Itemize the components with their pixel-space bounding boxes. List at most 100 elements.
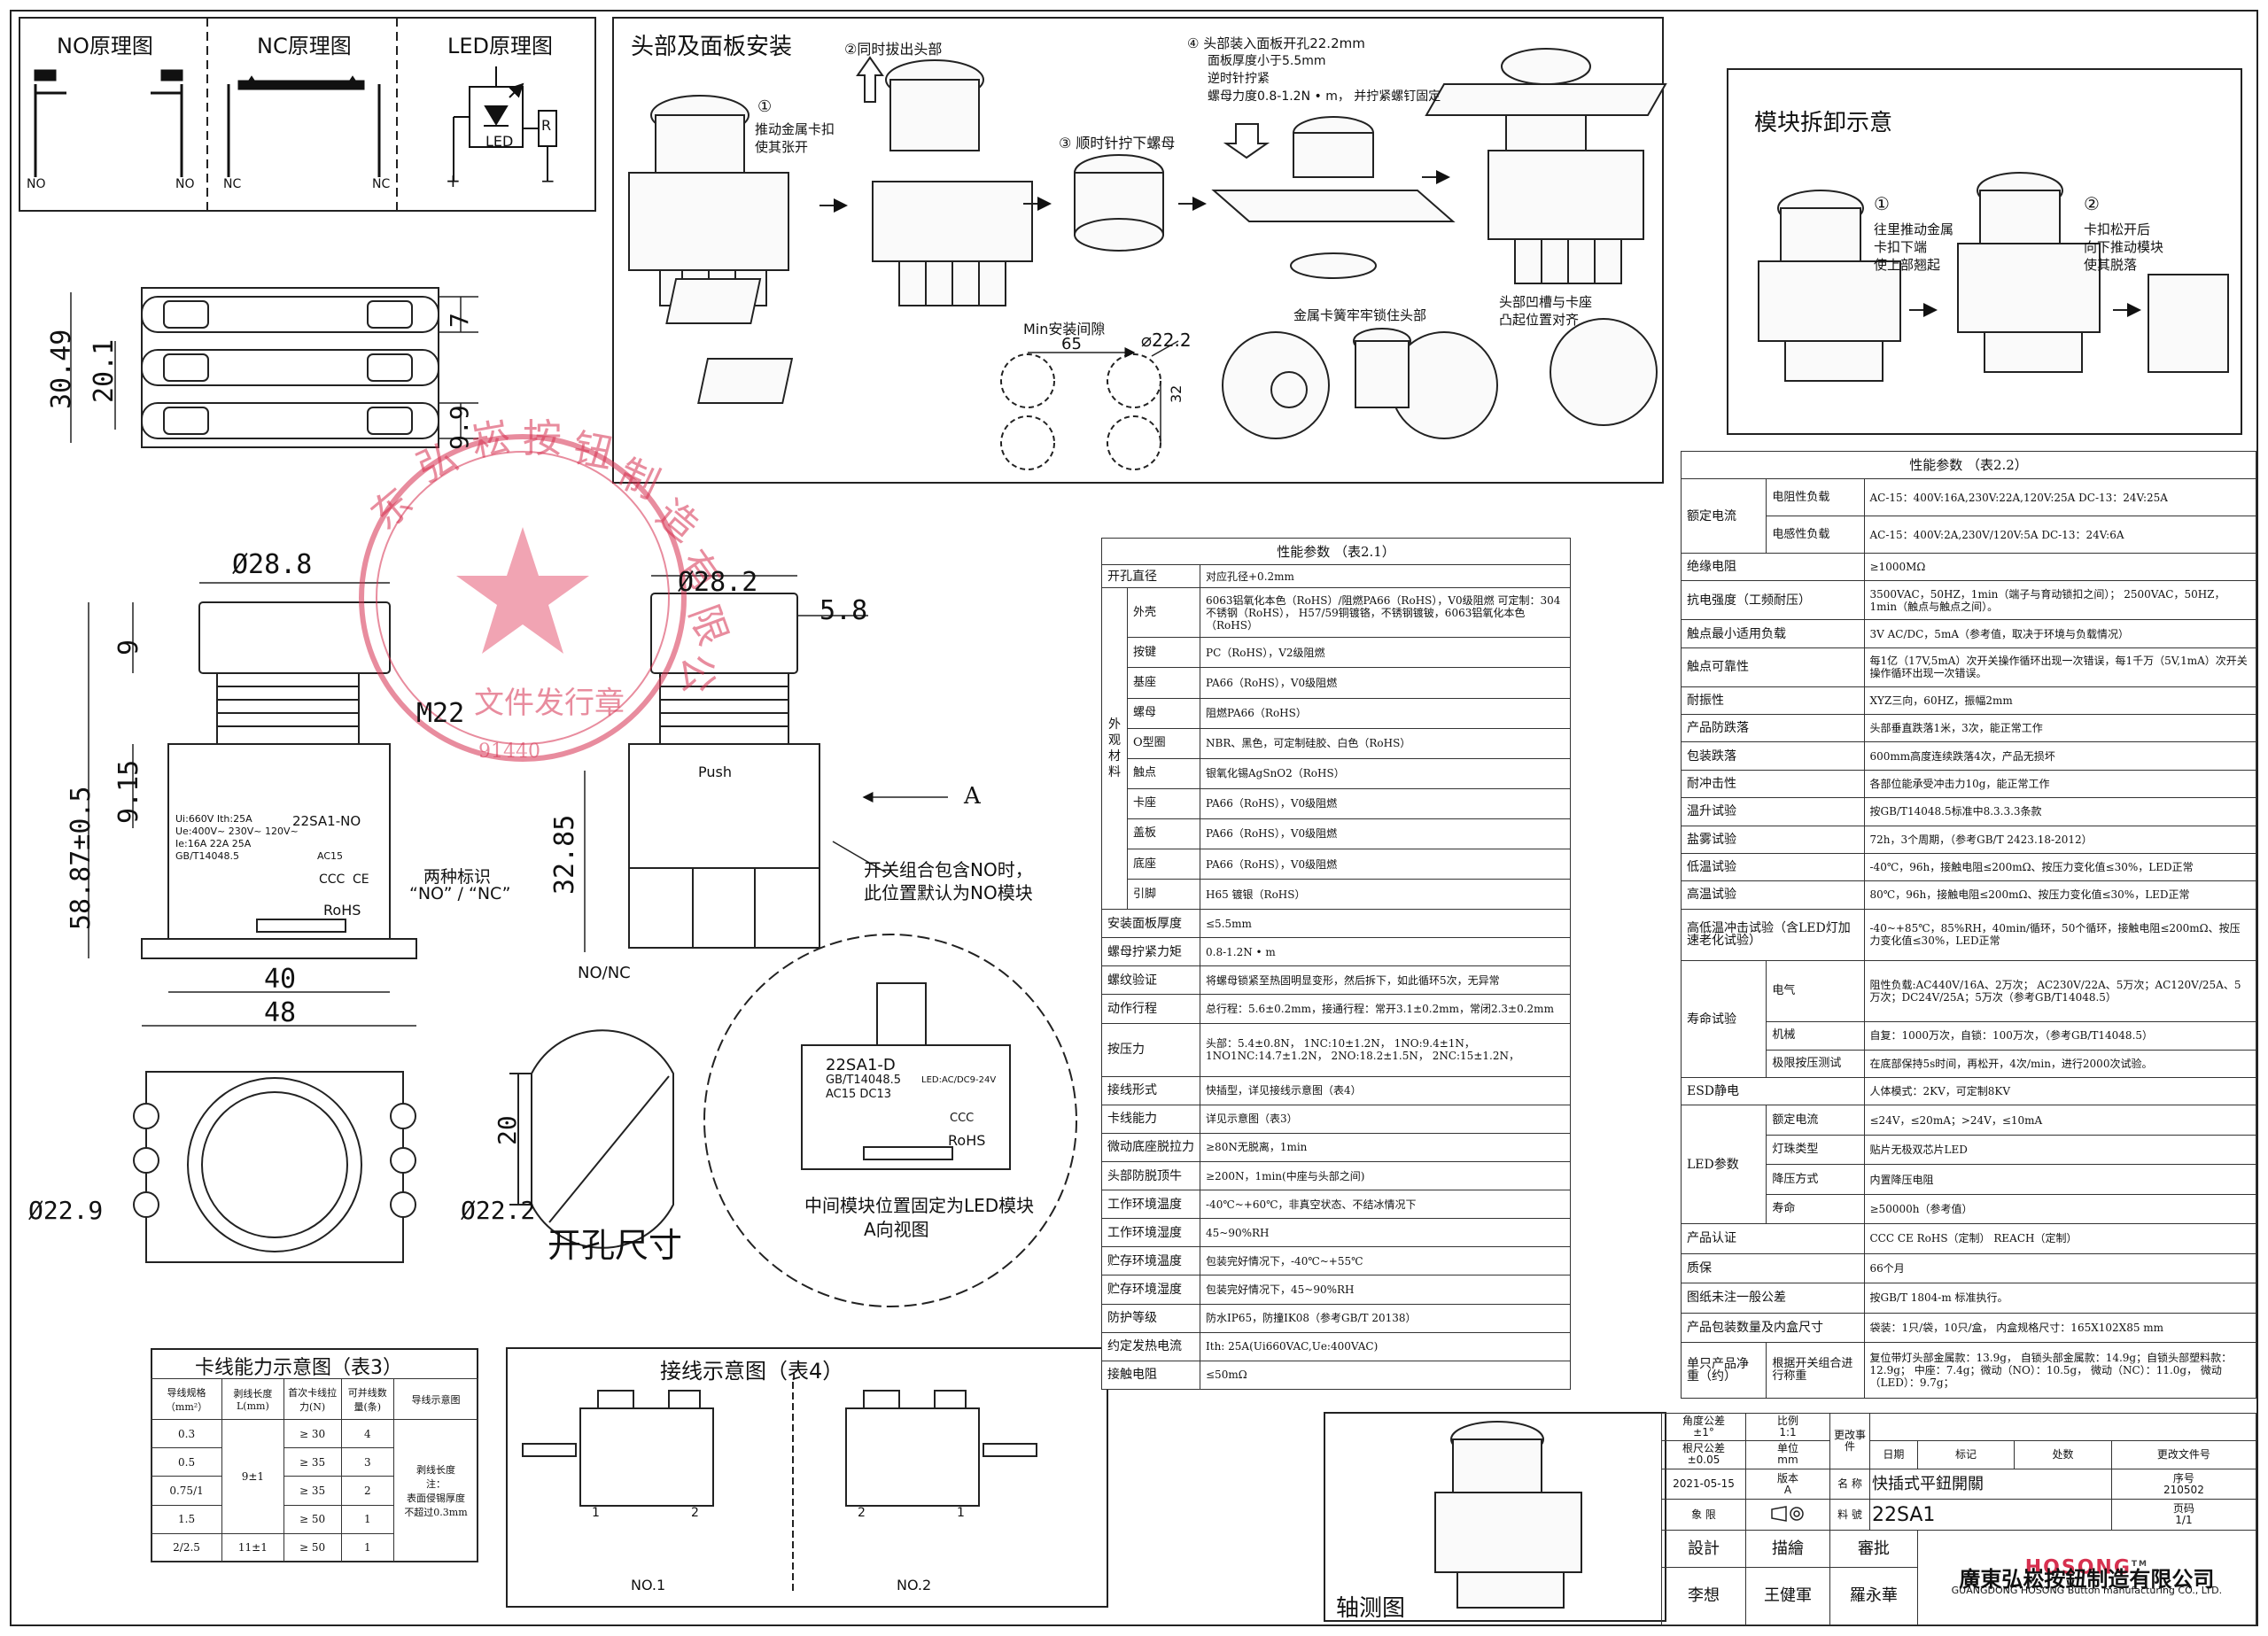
spec2-weight-sub: 根据开关组合进行称重 (1766, 1342, 1865, 1399)
wiring-pin1: 1 (592, 1506, 600, 1520)
spec2-l-load-value: AC-15：400V:2A,230V/120V:5A DC-13：24V:6A (1863, 516, 2256, 554)
cutout-view (509, 1029, 674, 1249)
install-step2: ②同时拔出头部 (844, 41, 943, 58)
tb-review: 審批 (1829, 1530, 1918, 1568)
spec1-row-value: 对应孔径+0.2mm (1200, 564, 1571, 589)
table3-cell: 3 (340, 1447, 395, 1477)
spec1-row-value: 0.8-1.2N • m (1200, 937, 1571, 967)
spec2-tail-value: CCC CE RoHS（定制） REACH（定制） (1863, 1223, 2256, 1254)
tb-company: 廣東弘崧按鈕制造有限公司 (1959, 1566, 2215, 1593)
module-illustrations (1758, 172, 2229, 382)
led-module-ccc: CCC (950, 1112, 975, 1125)
spec1-row-value: -40℃~+60℃，非真空状态、不结冰情况下 (1200, 1190, 1571, 1220)
side-view (628, 593, 820, 949)
spec2-row-label: 低温试验 (1681, 852, 1865, 882)
tb-view-symbol (1745, 1499, 1830, 1531)
table3-strip-label: 剥线长度 (416, 1464, 455, 1476)
combo-note-l1: 开关组合包含NO时， (864, 859, 1033, 880)
table3-cell: 0.75/1 (150, 1476, 223, 1506)
no-schematic (34, 69, 183, 177)
led-module-rohs: RoHS (948, 1132, 986, 1149)
wiring-pin2: 2 (691, 1506, 699, 1520)
spec1-row-value: PA66（RoHS），V0级阻燃 (1200, 667, 1571, 699)
spec1-row-label: 头部防脱顶牛 (1101, 1161, 1200, 1191)
spec1-row-sub: 基座 (1127, 667, 1200, 699)
table3-cell: 1.5 (150, 1504, 223, 1534)
tb-material-value: 22SA1 (1869, 1499, 2112, 1531)
table3-header: 剥线长度L(mm) (221, 1378, 284, 1420)
spec2-led-value: 贴片无极双芯片LED (1863, 1134, 2256, 1166)
tb-mark-col: 标记 (1916, 1440, 2016, 1469)
led-schematic (453, 66, 557, 182)
dim-30-49: 30.49 (46, 329, 77, 409)
spec2-tail-label: 图纸未注一般公差 (1681, 1283, 1865, 1314)
led-module-led: LED:AC/DC9-24V (921, 1075, 997, 1085)
table3-cell: 1 (340, 1504, 395, 1534)
module-panel-border (1727, 68, 2242, 435)
spec1-row-label: 按压力 (1101, 1022, 1200, 1077)
spec2-r-load-value: AC-15：400V:16A,230V:22A,120V:25A DC-13：2… (1863, 478, 2256, 517)
min-gap-65: 65 (1061, 335, 1082, 353)
module-step2-num: ② (2084, 193, 2100, 214)
dim-d28-8: Ø28.8 (232, 549, 313, 580)
spec2-row-label: 抗电强度（工频耐压） (1681, 580, 1865, 621)
two-marks-l2: “NO” / “NC” (409, 884, 511, 903)
spec1-row-value: 包装完好情况下，-40℃~+55℃ (1200, 1246, 1571, 1276)
table3-note3: 不超过0.3mm (404, 1507, 468, 1518)
plate-model: 22SA1-NO (292, 813, 361, 829)
spec2-row-label: 触点最小适用负载 (1681, 619, 1865, 648)
spec2-led-params: LED参数 (1680, 1105, 1767, 1225)
spec1-row-value: Ith: 25A(Ui660VAC,Ue:400VAC) (1200, 1331, 1571, 1361)
nc-schematic-title: NC原理图 (257, 34, 352, 58)
spec2-esd-value: 人体模式：2KV，可定制8KV (1863, 1076, 2256, 1106)
spec2-limit-value: 在底部保持5s时间，再松开，4次/min，进行2000次试验。 (1863, 1049, 2256, 1078)
spec2-tail-label: 产品认证 (1681, 1223, 1865, 1254)
spec1-row-label: 贮存环境温度 (1101, 1246, 1200, 1276)
spec2-tail-value: 袋装：1只/袋，10只/盒， 内盒规格尺寸：165X102X85 mm (1863, 1312, 2256, 1344)
min-gap-label: Min安装间隙 (1023, 321, 1106, 337)
install-illustrations (628, 48, 1667, 439)
spec2-row-value: -40~+85℃，85%RH，40min/循环，50个循环，接触电阻≤200mΩ… (1863, 908, 2256, 962)
table3-cell: 1 (340, 1532, 395, 1563)
min-gap-circles (1000, 353, 1161, 470)
spec1-row-sub: 按键 (1127, 637, 1200, 669)
module-title: 模块拆卸示意 (1754, 110, 1893, 136)
a-view-arrow-label: A (964, 783, 981, 810)
wiring-no2: NO.2 (897, 1577, 932, 1593)
spec1-row-value: PC（RoHS），V2级阻燃 (1200, 637, 1571, 669)
tb-angle-tol: 角度公差±1° (1661, 1412, 1746, 1442)
tb-date-col: 日期 (1869, 1440, 1918, 1469)
spec1-row-value: 快插型，详见接线示意图（表4） (1200, 1075, 1571, 1105)
tb-company-cell: HOSONGTM 廣東弘崧按鈕制造有限公司 GUANGDONG HOSONG B… (1916, 1530, 2257, 1625)
spec1-row-value: NBR、黑色，可定制硅胶、白色（RoHS） (1200, 727, 1571, 759)
install-step4-l4: 螺母力度0.8-1.2N • m， 并拧紧螺钉固定 (1208, 89, 1441, 104)
spec1-row-label: 螺母拧紧力矩 (1101, 937, 1200, 967)
tb-material: 料 號 (1829, 1499, 1870, 1531)
spec2-l-load: 电感性负载 (1766, 516, 1865, 554)
led-module-std: GB/T14048.5 (826, 1074, 902, 1087)
schematic-boxes (19, 17, 596, 212)
dim-32-85: 32.85 (549, 814, 580, 895)
table3-header: 导线示意图 (393, 1378, 478, 1420)
wiring-diagrams (522, 1382, 1037, 1594)
tb-count-col: 处数 (2014, 1440, 2112, 1469)
no-right-label: NO (175, 177, 195, 191)
module-step1-l2: 卡扣下端 (1874, 239, 1928, 255)
tb-name-value: 快插式平鈕開關 (1869, 1468, 2112, 1500)
dim-20: 20 (493, 1115, 522, 1145)
tb-name: 名 称 (1829, 1468, 1870, 1500)
spec2-r-load: 电阻性负载 (1766, 478, 1865, 517)
nc-schematic (227, 75, 381, 177)
spec2-limit: 极限按压测试 (1766, 1049, 1865, 1078)
spec1-row-value: 银氧化锡AgSnO2（RoHS） (1200, 757, 1571, 789)
spec2-row-value: 3V AC/DC，5mA（参考值，取决于环境与负载情况） (1863, 619, 2256, 648)
combo-note-l2: 此位置默认为NO模块 (864, 882, 1033, 903)
table3: 导线规格（mm²） 剥线长度L(mm) 首次卡线拉力(N) 可并线数量(条) 导… (150, 1378, 478, 1563)
spec2-row-value: 80℃，96h，接触电阻≤200mΩ、按压力变化值≤30%，LED正常 (1863, 880, 2256, 910)
top-view (141, 287, 439, 448)
